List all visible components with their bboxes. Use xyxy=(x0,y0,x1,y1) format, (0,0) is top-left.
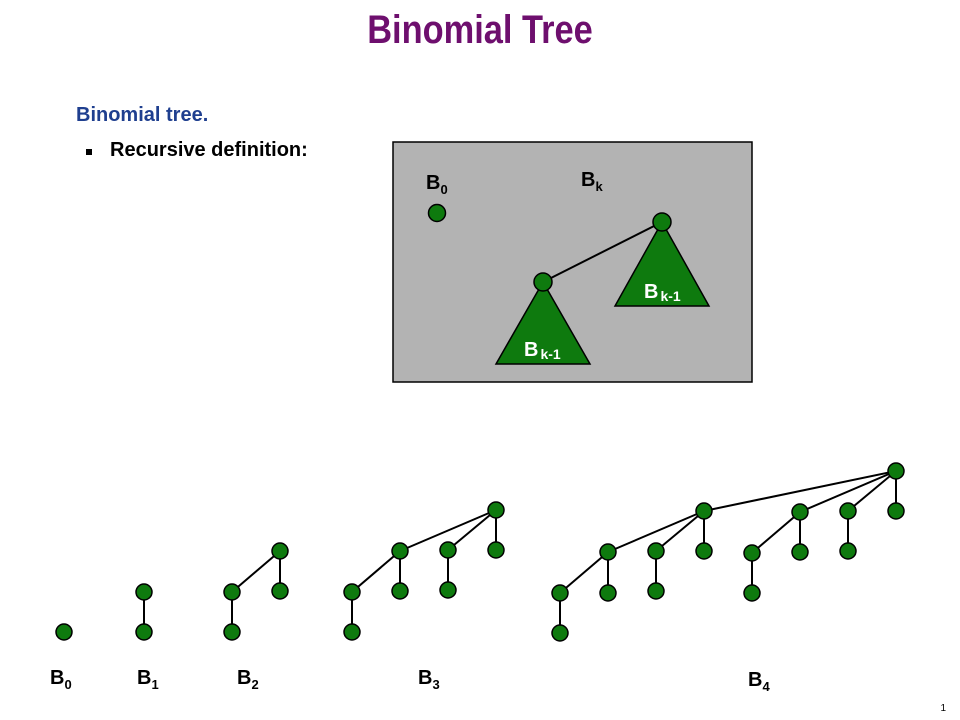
tree-node xyxy=(695,502,713,520)
tree-node xyxy=(271,542,289,560)
tree-node xyxy=(839,502,857,520)
section-heading: Binomial tree. xyxy=(76,104,209,126)
tree-node xyxy=(223,583,241,601)
tree-edges xyxy=(143,470,897,633)
tree-node xyxy=(887,462,905,480)
tree-node xyxy=(271,582,289,600)
tree-node xyxy=(551,624,569,642)
bullet-text: Recursive definition: xyxy=(110,139,308,161)
tree-node xyxy=(487,541,505,559)
tree-node xyxy=(647,542,665,560)
tree-label-b3: B3 xyxy=(418,667,440,692)
tree-node xyxy=(439,581,457,599)
box-label-b0: B0 xyxy=(426,172,448,197)
tree-node xyxy=(599,543,617,561)
b0-node xyxy=(427,203,447,223)
tree-label-b4: B4 xyxy=(748,669,770,694)
tree-node xyxy=(695,542,713,560)
tree-label-b0: B0 xyxy=(50,667,72,692)
subtree-triangle-left xyxy=(494,280,592,365)
tree-node xyxy=(791,503,809,521)
tree-label-b2: B2 xyxy=(237,667,259,692)
tree-node xyxy=(343,623,361,641)
tree-node xyxy=(55,623,73,641)
tree-node xyxy=(743,544,761,562)
tree-node xyxy=(487,501,505,519)
tree-node xyxy=(551,584,569,602)
slide-title: Binomial Tree xyxy=(367,8,593,52)
tree-node xyxy=(791,543,809,561)
box-label-bk: Bk xyxy=(581,169,603,194)
tree-node xyxy=(439,541,457,559)
subtree-triangle-right xyxy=(613,220,711,307)
square-bullet-icon xyxy=(86,148,92,155)
tree-label-b1: B1 xyxy=(137,667,159,692)
bullet-item: Recursive definition: xyxy=(86,139,308,162)
tree-node xyxy=(391,582,409,600)
tree-node xyxy=(135,623,153,641)
tree-node xyxy=(743,584,761,602)
left-subtree-root xyxy=(533,272,553,292)
tree-node xyxy=(839,542,857,560)
tree-node xyxy=(135,583,153,601)
tree-nodes xyxy=(55,462,905,642)
tree-node xyxy=(887,502,905,520)
right-subtree-root xyxy=(652,212,672,232)
tree-node xyxy=(599,584,617,602)
tree-node xyxy=(343,583,361,601)
bk-root-edge xyxy=(542,221,663,283)
tree-node xyxy=(391,542,409,560)
page-number: 1 xyxy=(940,703,946,714)
tree-node xyxy=(223,623,241,641)
tree-node xyxy=(647,582,665,600)
